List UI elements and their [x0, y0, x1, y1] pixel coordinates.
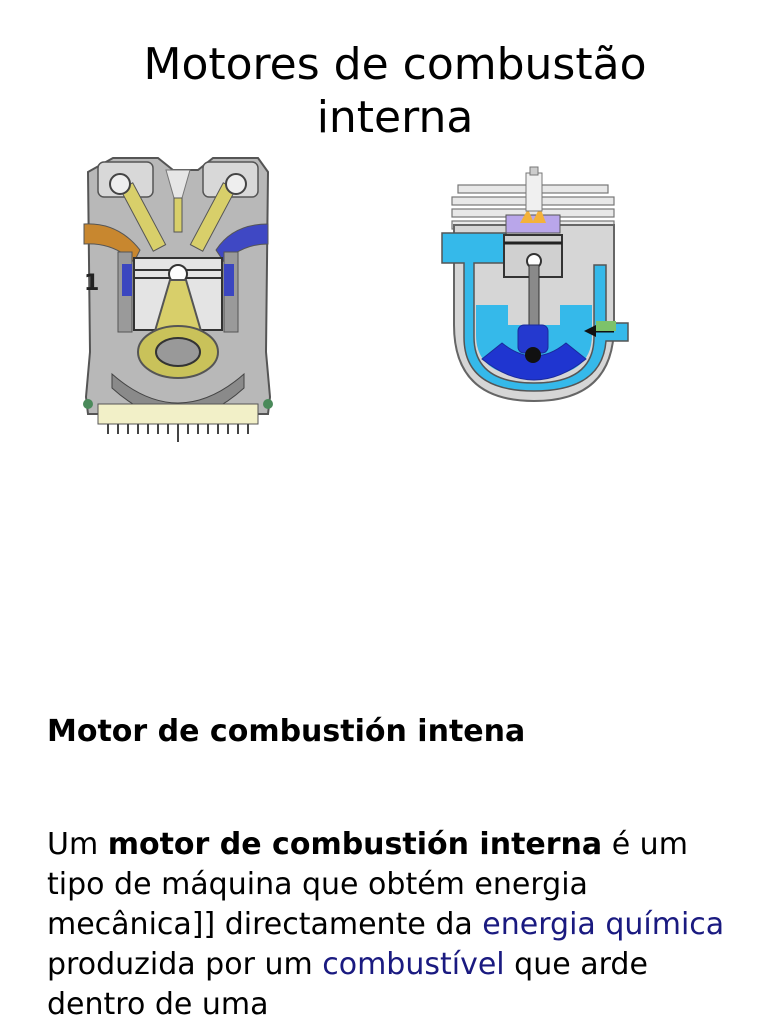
combustivel-link[interactable]: combustível	[322, 947, 505, 982]
paragraph-text-1: Um	[47, 827, 108, 862]
two-stroke-engine-diagram	[441, 166, 629, 403]
section-heading: Motor de combustión intena	[47, 714, 526, 749]
title-line-1: Motores de combustão	[143, 39, 647, 90]
paragraph-text-2: é um tipo de máquina que obtém energia m…	[47, 827, 688, 942]
paragraph-text-4: que arde dentro de uma	[47, 947, 648, 1022]
energia-quimica-link[interactable]: energia química	[482, 907, 725, 942]
four-stroke-engine-diagram: 1	[83, 157, 273, 442]
paragraph-text-3: produzida por um	[47, 947, 323, 982]
page-title: Motores de combustão interna	[0, 38, 768, 144]
stroke-number-label: 1	[84, 271, 99, 296]
intro-paragraph: Um motor de combustión interna é um tipo…	[47, 825, 737, 1025]
paragraph-bold-term: motor de combustión interna	[107, 827, 603, 862]
title-line-2: interna	[316, 92, 474, 143]
